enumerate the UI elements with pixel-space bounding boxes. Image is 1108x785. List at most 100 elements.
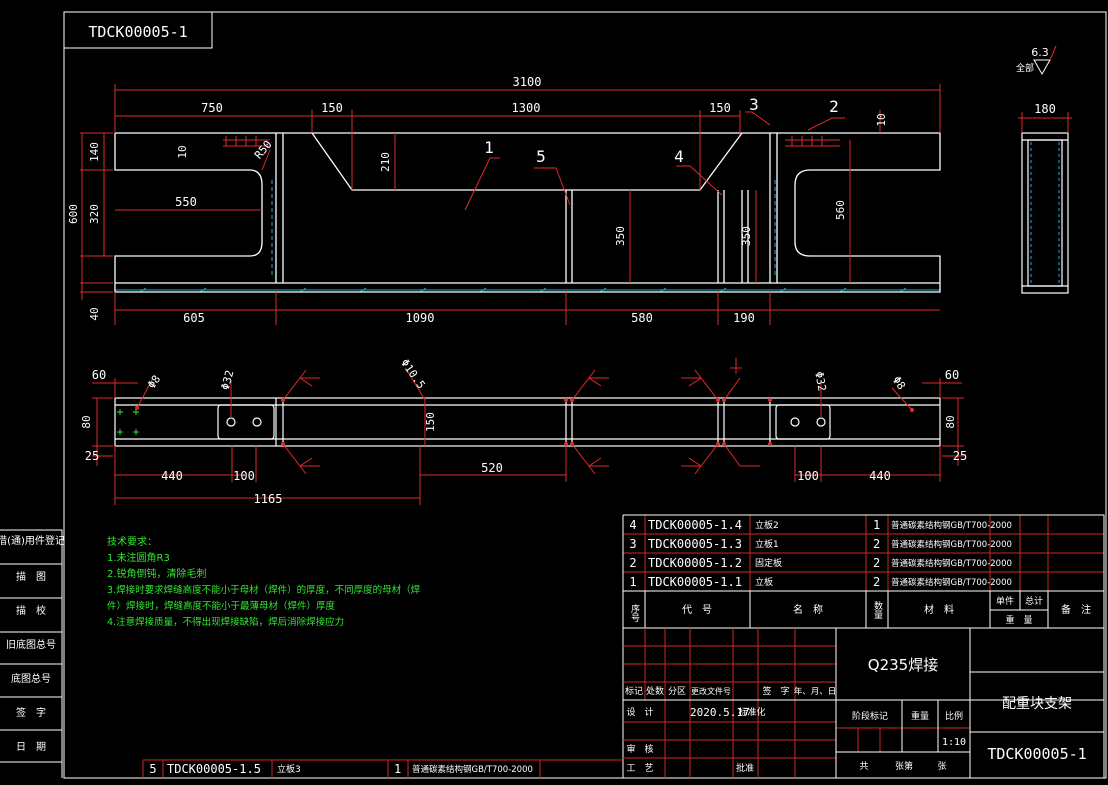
plan-dim-phi10-5: Φ10.5 <box>398 357 428 392</box>
dim-350-a: 350 <box>614 226 627 246</box>
dim-r50: R50 <box>252 138 275 162</box>
tb-process: 工 艺 <box>626 763 653 774</box>
bom-header-material: 材 料 <box>924 603 954 616</box>
plan-dim-80-right: 80 <box>944 415 957 428</box>
bom-1-material: 普通碳素结构钢GB/T700-2000 <box>891 577 1012 588</box>
bom-5-qty: 1 <box>394 762 401 776</box>
bom-header-qty: 数量 <box>872 600 883 619</box>
tb-sheets-of: 张第 <box>895 760 913 772</box>
tech-note-2: 2.锐角倒钝，清除毛刺 <box>107 567 207 580</box>
bom-3-code: TDCK00005-1.3 <box>648 537 742 551</box>
tb-material: Q235焊接 <box>868 656 938 674</box>
dim-605: 605 <box>183 311 205 325</box>
tech-note-4: 件）焊接时，焊缝高度不能小于最薄母材（焊件）厚度 <box>107 600 336 612</box>
weld-symbol <box>1033 45 1057 76</box>
bom-grid <box>622 514 1105 778</box>
bom-5-code: TDCK00005-1.5 <box>167 762 261 776</box>
bom-2-no: 2 <box>629 556 636 570</box>
dim-140: 140 <box>88 142 101 162</box>
tb-part-name: 配重块支架 <box>1002 696 1072 712</box>
bom-header-code: 代 号 <box>682 604 712 616</box>
plan-dim-80-left: 80 <box>80 415 93 428</box>
tech-note-3: 3.焊接时要求焊缝高度不能小于母材（焊件）的厚度，不同厚度的母材（焊 <box>107 584 421 596</box>
dim-350-b: 350 <box>740 226 753 246</box>
bom-3-name: 立板1 <box>755 538 779 550</box>
front-hatch <box>115 180 940 293</box>
plan-dim-100-right: 100 <box>797 469 819 483</box>
tb-design-label: 设 计 <box>626 706 653 718</box>
bom-header-unit: 单件 <box>996 595 1014 607</box>
tech-note-5: 4.注意焊接质量，不得出现焊接缺陷，焊后消除焊接应力 <box>107 616 344 628</box>
rev-label-5: 签 字 <box>762 685 789 697</box>
plan-dim-60-left: 60 <box>92 368 106 382</box>
left-strip-3: 描 校 <box>16 604 46 617</box>
balloon-2: 2 <box>829 97 839 116</box>
bom-row-3: 3 TDCK00005-1.3 立板1 2 普通碳素结构钢GB/T700-200… <box>629 537 1012 551</box>
weld-value: 6.3 <box>1031 46 1049 59</box>
tech-notes-heading: 技术要求： <box>107 535 157 548</box>
plan-dim-60-right: 60 <box>945 368 959 382</box>
dim-150-left: 150 <box>321 101 343 115</box>
bom-2-material: 普通碳素结构钢GB/T700-2000 <box>891 558 1012 569</box>
plan-dim-phi32-left: Φ32 <box>219 369 237 392</box>
bom-5-no: 5 <box>149 762 156 776</box>
balloon-5: 5 <box>536 147 546 166</box>
left-strip <box>0 529 63 778</box>
plan-view: 60 Φ8 Φ32 Φ10.5 80 25 150 440 100 1165 5… <box>80 357 967 506</box>
rev-label-1: 标记 <box>625 685 643 697</box>
tb-sheets-total: 共 <box>859 761 868 772</box>
bom-row-5: 5 TDCK00005-1.5 立板3 1 普通碳素结构钢GB/T700-200… <box>142 759 623 778</box>
plan-dim-phi8-left: Φ8 <box>145 373 163 391</box>
dim-190: 190 <box>733 311 755 325</box>
bom-2-name: 固定板 <box>755 557 782 569</box>
side-view: 180 <box>1018 102 1072 294</box>
left-strip-6: 签 字 <box>16 706 46 719</box>
left-strip-4: 旧底图总号 <box>6 638 56 651</box>
bom-2-code: TDCK00005-1.2 <box>648 556 742 570</box>
bom-4-material: 普通碳素结构钢GB/T700-2000 <box>891 520 1012 531</box>
left-strip-2: 描 图 <box>16 570 46 583</box>
dim-1300: 1300 <box>512 101 541 115</box>
plan-dim-1165: 1165 <box>254 492 283 506</box>
plan-dim-150: 150 <box>424 412 437 432</box>
bom-1-code: TDCK00005-1.1 <box>648 575 742 589</box>
plan-dim-phi32-right: Φ32 <box>812 370 828 392</box>
dim-10-left: 10 <box>176 145 189 158</box>
top-ribs <box>223 136 840 147</box>
plan-dim-440-left: 440 <box>161 469 183 483</box>
left-strip-5: 底图总号 <box>11 672 51 685</box>
bom-2-qty: 2 <box>873 556 880 570</box>
bom-3-material: 普通碳素结构钢GB/T700-2000 <box>891 539 1012 550</box>
bom-4-qty: 1 <box>873 518 880 532</box>
bom-header-total: 总计 <box>1025 595 1043 607</box>
dim-3100: 3100 <box>513 75 542 89</box>
tb-design-date: 2020.5.17 <box>690 706 750 719</box>
front-outline <box>114 132 941 293</box>
title-block-grid <box>623 628 1104 778</box>
bom-5-material: 普通碳素结构钢GB/T700-2000 <box>412 764 533 775</box>
bom-header-no: 序号 <box>629 603 640 623</box>
front-dimensions <box>80 84 941 325</box>
left-strip-7: 日 期 <box>16 741 46 753</box>
dim-1090: 1090 <box>406 311 435 325</box>
rev-label-4: 更改文件号 <box>691 686 731 696</box>
bom-header-name: 名 称 <box>793 603 823 616</box>
bom-4-code: TDCK00005-1.4 <box>648 518 742 532</box>
bom-1-name: 立板 <box>755 576 773 588</box>
dim-580: 580 <box>631 311 653 325</box>
bom-5-name: 立板3 <box>277 763 301 775</box>
tb-stage: 阶段标记 <box>852 710 888 722</box>
dim-750: 750 <box>201 101 223 115</box>
bom-1-no: 1 <box>629 575 636 589</box>
front-view: 3100 750 150 1300 150 10 140 10 R50 210 … <box>67 75 941 325</box>
tb-scale: 比例 <box>945 710 963 722</box>
bom-row-4: 4 TDCK00005-1.4 立板2 1 普通碳素结构钢GB/T700-200… <box>629 518 1012 532</box>
dim-10-right: 10 <box>875 113 888 126</box>
balloon-4: 4 <box>674 147 684 166</box>
bom-header: 序号 代 号 名 称 数量 材 料 单件 总计 重 量 备 注 <box>629 595 1091 626</box>
rev-label-2: 处数 <box>646 685 664 697</box>
rev-label-6: 年、月、日 <box>794 686 837 697</box>
weld-label: 全部 <box>1016 62 1034 74</box>
dim-150-right: 150 <box>709 101 731 115</box>
